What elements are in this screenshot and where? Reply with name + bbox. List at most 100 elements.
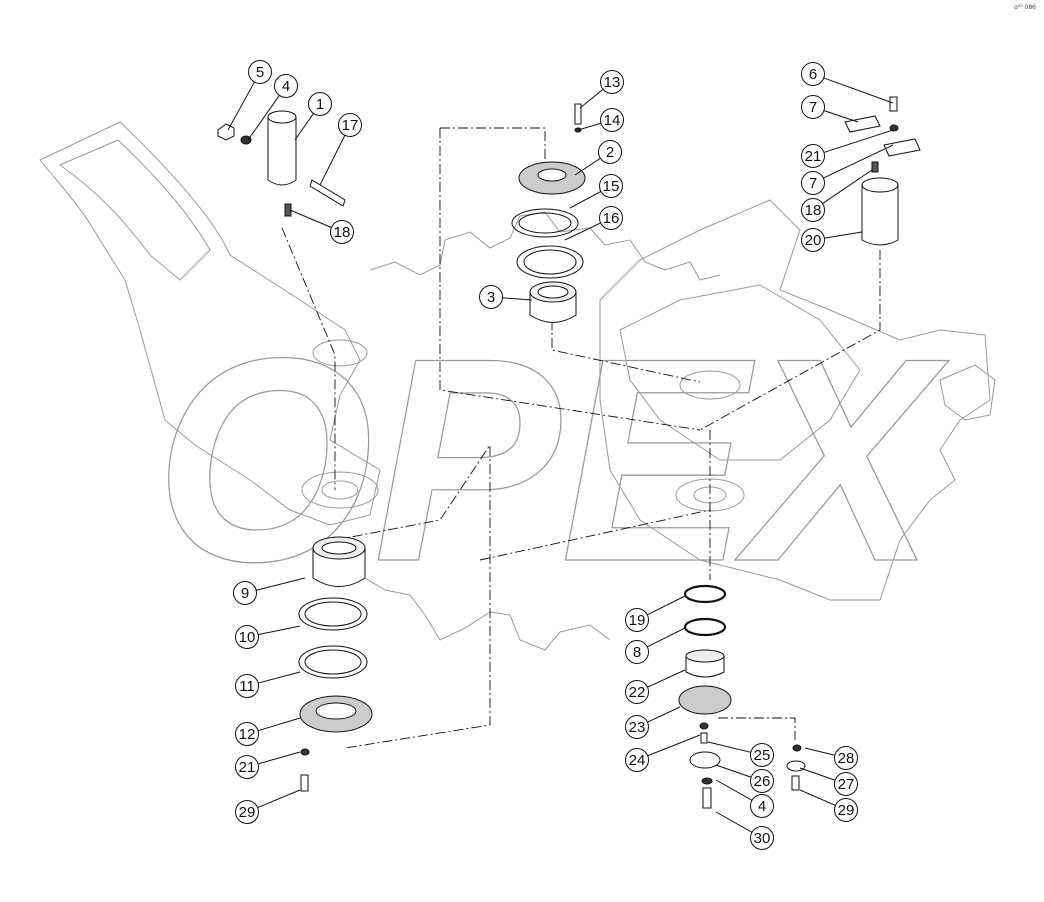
shim-16-inner: [523, 249, 577, 275]
bolt-6: [889, 96, 898, 112]
callout-c29b: 29: [834, 798, 858, 822]
callout-circle-c24: [625, 748, 649, 772]
leader-c3: [502, 297, 533, 301]
callout-label-c18a: 18: [334, 224, 351, 241]
callout-label-c13: 13: [604, 74, 621, 91]
callout-label-c6: 6: [809, 66, 817, 83]
callout-circle-c19: [625, 608, 649, 632]
callout-circle-c1: [308, 92, 332, 116]
lock-plate-27: [786, 760, 806, 772]
callout-label-c11: 11: [239, 678, 255, 695]
callout-label-c14: 14: [604, 112, 621, 129]
callout-circle-c10: [235, 625, 259, 649]
callout-c1: 1: [308, 92, 332, 116]
leader-c4b: [715, 779, 753, 801]
callout-c2: 2: [598, 140, 622, 164]
leader-c29a: [257, 789, 301, 809]
assembly-line-3: [439, 128, 701, 431]
assembly-line-9: [718, 717, 796, 740]
callout-circle-c6: [801, 62, 825, 86]
callout-c24: 24: [625, 748, 649, 772]
leader-c18b: [822, 169, 873, 204]
callout-c9: 9: [233, 581, 257, 605]
leader-c17: [319, 135, 346, 186]
leader-c21b: [257, 751, 301, 765]
callout-circle-c12: [235, 722, 259, 746]
leader-c27: [799, 767, 836, 781]
callout-c26: 26: [750, 769, 774, 793]
callout-c4a: 4: [274, 74, 298, 98]
assembly-lines: [281, 127, 881, 749]
callout-label-c12: 12: [239, 726, 256, 743]
leader-c16: [564, 222, 601, 241]
assembly-line-5: [699, 250, 881, 431]
callout-circle-c2: [598, 140, 622, 164]
callout-circle-c27: [834, 772, 858, 796]
callout-label-c7a: 7: [809, 99, 817, 116]
callout-circle-c21a: [801, 144, 825, 168]
left-boss-upper: [312, 339, 368, 367]
leader-c2: [574, 157, 601, 176]
callout-c21b: 21: [235, 755, 259, 779]
callout-c25: 25: [750, 743, 774, 767]
callout-circle-c30: [750, 826, 774, 850]
right-bracket-outline: [939, 364, 996, 421]
callout-circle-c26: [750, 769, 774, 793]
pin-1-top: [267, 110, 297, 124]
callout-circle-c13: [600, 70, 624, 94]
callout-c7b: 7: [801, 171, 825, 195]
nut-5: [217, 123, 235, 141]
callout-circle-c3: [479, 285, 503, 309]
right-base-outline: [599, 199, 991, 601]
callout-c5: 5: [248, 60, 272, 84]
callout-label-c3: 3: [487, 289, 495, 306]
pin-20-top: [861, 177, 899, 193]
callout-circle-c11: [235, 674, 259, 698]
leader-c22: [647, 669, 686, 688]
assembly-line-7: [334, 443, 491, 749]
callout-c22: 22: [625, 680, 649, 704]
callout-circle-c8: [625, 640, 649, 664]
leader-c7a: [823, 110, 859, 123]
opex-watermark: OPEX: [154, 297, 950, 622]
leader-c25: [707, 741, 751, 753]
left-arm-inner: [58, 139, 211, 281]
callout-circle-c28: [834, 746, 858, 770]
callout-circle-c7b: [801, 171, 825, 195]
bolt-25: [700, 732, 708, 744]
callout-c21a: 21: [801, 144, 825, 168]
callout-label-c28: 28: [838, 750, 855, 767]
callout-c29a: 29: [235, 800, 259, 824]
callout-label-c22: 22: [629, 684, 646, 701]
callouts: 5411718131421516367217182091011122129198…: [233, 60, 858, 850]
shim-10: [298, 597, 368, 631]
shim-15-inner: [518, 212, 572, 234]
leader-c14: [577, 122, 602, 131]
bolt-17: [309, 179, 346, 207]
bolt-29a: [300, 774, 309, 792]
leader-c29b: [799, 789, 836, 806]
callout-c27: 27: [834, 772, 858, 796]
callout-label-c15: 15: [603, 178, 620, 195]
callout-circle-c25: [750, 743, 774, 767]
callout-label-c4b: 4: [758, 798, 766, 815]
callout-label-c24: 24: [629, 752, 646, 769]
callout-label-c29b: 29: [838, 802, 855, 819]
callout-c17: 17: [338, 113, 362, 137]
callout-circle-c4b: [750, 794, 774, 818]
leader-c8: [647, 627, 686, 648]
leader-c24: [647, 734, 701, 757]
callout-circle-c22: [625, 680, 649, 704]
washer-24: [699, 722, 709, 730]
callout-c18a: 18: [330, 220, 354, 244]
right-base-inner: [619, 284, 861, 461]
left-boss-lower-inner: [321, 480, 359, 500]
callout-label-c16: 16: [603, 210, 620, 227]
leader-c13: [579, 88, 604, 109]
callout-label-c4a: 4: [282, 78, 290, 95]
gear-lower-outline: [334, 559, 611, 651]
callout-circle-c5: [248, 60, 272, 84]
callout-c19: 19: [625, 608, 649, 632]
leader-c15: [569, 190, 602, 209]
